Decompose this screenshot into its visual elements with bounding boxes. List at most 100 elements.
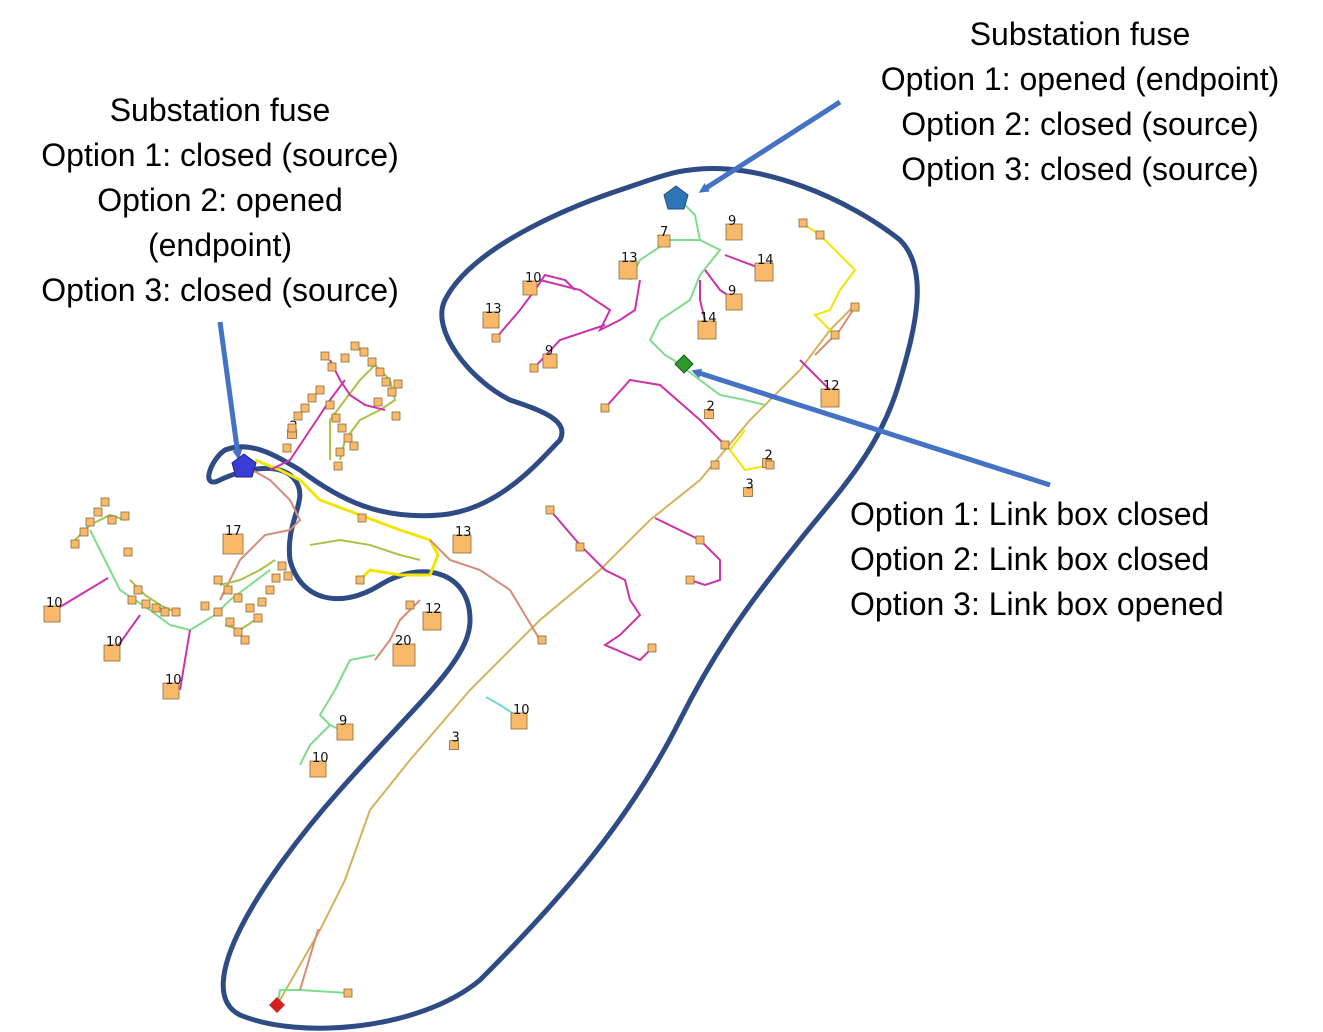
tr-magenta-1	[539, 279, 641, 333]
house-marker-small	[387, 387, 397, 397]
substation-fuse-top-right-icon	[663, 185, 689, 210]
house-marker-small	[277, 561, 287, 571]
house-marker	[309, 760, 327, 778]
house-marker-small	[647, 643, 657, 653]
small-house-group	[70, 218, 860, 998]
house-marker-small	[325, 400, 335, 410]
left-magenta-drops	[54, 577, 191, 691]
annotation-line: Option 1: Link box closed	[850, 496, 1210, 532]
house-marker-small	[287, 423, 297, 433]
house-marker	[510, 712, 528, 730]
house-marker-small	[333, 461, 343, 471]
house-marker	[704, 409, 714, 419]
house-count-label: 13	[621, 251, 638, 266]
house-marker	[222, 533, 244, 555]
house-count-label: 9	[545, 344, 553, 359]
house-marker-small	[350, 341, 360, 351]
house-marker	[743, 487, 753, 497]
house-marker-small	[391, 411, 401, 421]
house-marker-small	[200, 601, 210, 611]
left-salmon	[219, 465, 302, 601]
house-count-label: 10	[525, 271, 542, 286]
house-marker-small	[327, 362, 337, 372]
house-marker-small	[545, 505, 555, 515]
left-yellow	[254, 458, 440, 582]
house-marker	[43, 605, 61, 623]
house-count-label: 20	[395, 634, 412, 649]
house-marker-small	[141, 599, 151, 609]
house-marker-small	[335, 447, 345, 457]
house-marker-small	[357, 513, 367, 523]
left-green-trunk	[89, 529, 271, 632]
house-marker-small	[765, 460, 775, 470]
house-count-label: 14	[757, 253, 774, 268]
house-marker-small	[340, 353, 350, 363]
house-marker-small	[695, 535, 705, 545]
house-marker-small	[282, 443, 292, 453]
substation-fuse-top-right-annotation: Substation fuse Option 1: opened (endpoi…	[860, 12, 1300, 192]
house-marker-small	[240, 635, 250, 645]
house-marker-small	[381, 377, 391, 387]
house-marker	[336, 723, 354, 741]
left-olive	[309, 538, 421, 561]
house-marker-small	[265, 585, 275, 595]
house-count-label: 12	[823, 379, 840, 394]
house-marker	[725, 293, 743, 311]
house-marker-small	[850, 302, 860, 312]
house-marker-small	[253, 613, 263, 623]
substation-fuse-left-icon	[231, 453, 257, 478]
house-marker	[422, 611, 442, 631]
house-marker	[542, 353, 558, 369]
house-count-label: 10	[106, 635, 123, 650]
left-salmon-3	[374, 599, 421, 661]
annotation-line: Option 2: opened	[97, 182, 343, 218]
house-marker-small	[491, 333, 501, 343]
mid-magenta-1	[549, 509, 653, 662]
left-magenta-fan	[329, 359, 386, 411]
annotation-line: Option 3: closed (source)	[41, 272, 399, 308]
link-box-annotation: Option 1: Link box closed Option 2: Link…	[850, 492, 1270, 627]
house-marker-small	[271, 573, 281, 583]
left-salmon-2	[429, 539, 541, 641]
house-count-label: 13	[455, 525, 472, 540]
house-marker-small	[343, 988, 353, 998]
house-count-label: 2	[707, 400, 715, 415]
house-marker	[452, 534, 472, 554]
annotation-line: Option 2: closed (source)	[901, 106, 1259, 142]
house-marker-small	[815, 230, 825, 240]
house-marker	[618, 260, 638, 280]
house-count-label: 10	[312, 751, 329, 766]
substation-fuse-left-annotation: Substation fuse Option 1: closed (source…	[20, 88, 420, 313]
house-marker-small	[79, 527, 89, 537]
house-marker-small	[245, 603, 255, 613]
link-box-diamond-icon	[674, 354, 694, 374]
house-marker-small	[223, 585, 233, 595]
house-marker-small	[127, 595, 137, 605]
endpoint-diamond-icon	[269, 997, 285, 1013]
house-marker-small	[213, 607, 223, 617]
house-marker	[482, 311, 500, 329]
house-marker-small	[373, 397, 383, 407]
main-trunk-cable	[279, 304, 856, 1001]
house-count-label: 3	[452, 731, 460, 746]
house-marker-small	[537, 635, 547, 645]
house-marker-small	[355, 575, 365, 585]
mid-magenta-2	[654, 517, 721, 587]
house-group: 9713141091314912223217131220101010910103	[43, 214, 840, 778]
arrow-left-fuse	[217, 321, 243, 460]
house-marker-small	[160, 607, 170, 617]
house-count-label: 7	[660, 225, 668, 240]
house-count-label: 10	[513, 703, 530, 718]
house-marker-small	[359, 347, 369, 357]
house-marker	[522, 280, 538, 296]
house-count-label: 12	[425, 602, 442, 617]
house-marker	[820, 388, 840, 408]
endpoint-feeder-cable	[277, 989, 349, 1003]
house-marker-small	[337, 423, 347, 433]
house-marker	[754, 262, 774, 282]
house-marker-small	[151, 603, 161, 613]
house-count-label: 10	[165, 673, 182, 688]
house-marker-small	[133, 585, 143, 595]
house-marker-small	[123, 547, 133, 557]
